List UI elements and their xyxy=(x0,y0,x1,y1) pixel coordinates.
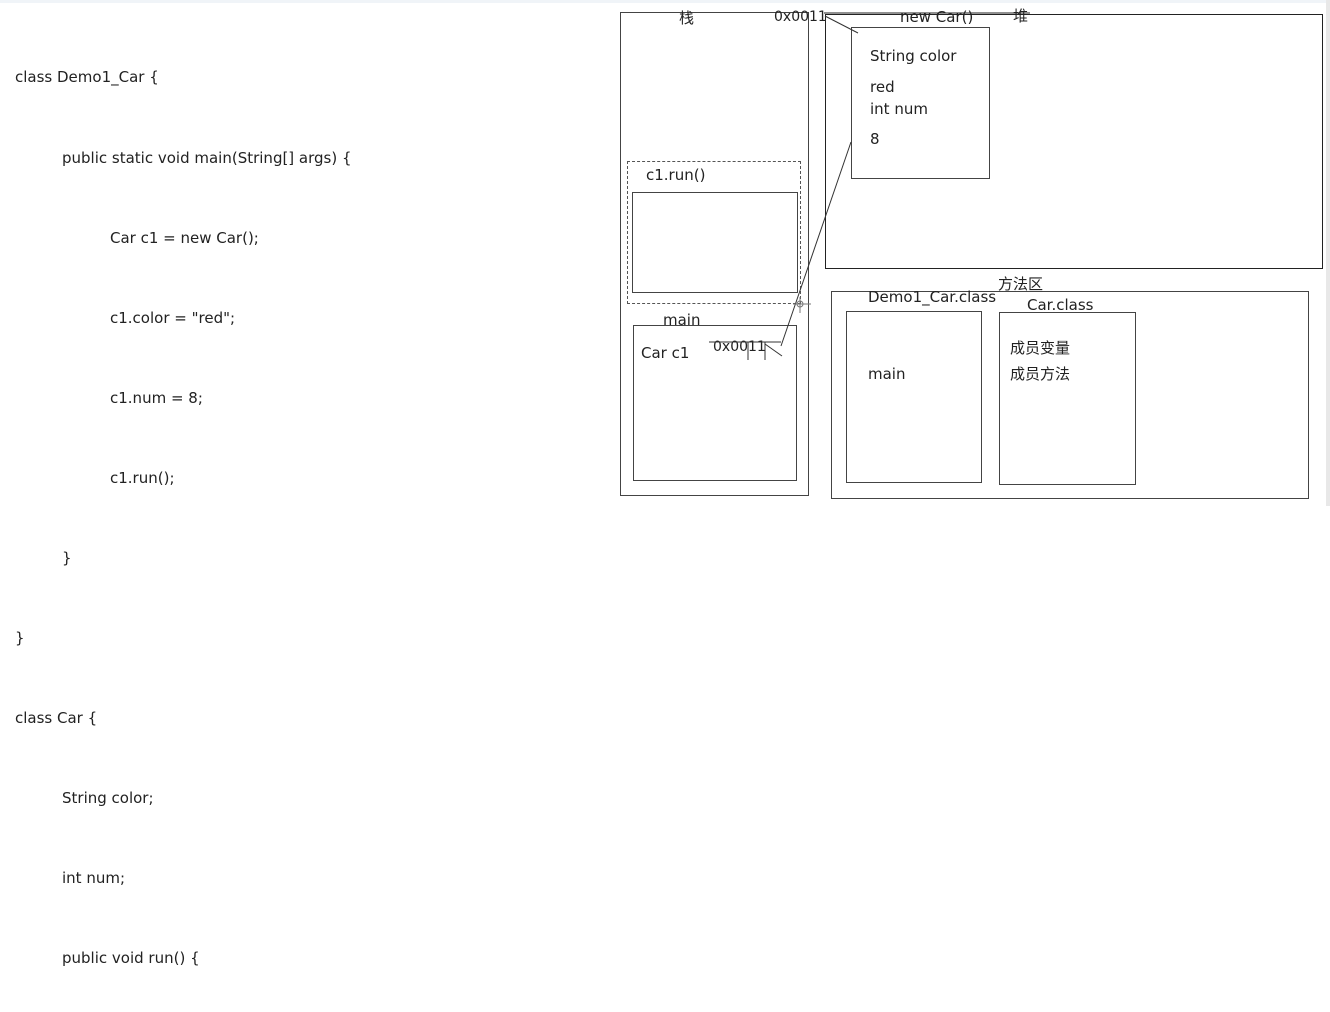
code-line: } xyxy=(15,629,25,648)
code-line: int num; xyxy=(62,869,126,888)
right-scrollbar[interactable] xyxy=(1326,0,1330,506)
field-num-value: 8 xyxy=(870,130,880,148)
code-line: public static void main(String[] args) { xyxy=(62,148,352,167)
code-line: public void run() { xyxy=(62,949,200,968)
demo1-class-box xyxy=(846,311,982,483)
code-line: } xyxy=(62,548,72,567)
main-stack-frame xyxy=(633,325,797,481)
car-class-label: Car.class xyxy=(1027,296,1094,314)
heap-object-label: new Car() xyxy=(900,8,974,26)
method-area-title: 方法区 xyxy=(998,275,1044,293)
heap-object-address: 0x0011 xyxy=(774,9,827,25)
local-variable-c1: Car c1 xyxy=(641,344,690,362)
code-line: Car c1 = new Car(); xyxy=(110,228,259,247)
top-strip xyxy=(0,0,1330,3)
car-class-member-methods: 成员方法 xyxy=(1010,365,1071,383)
code-line: class Car { xyxy=(15,709,98,728)
field-color-name: String color xyxy=(870,47,957,65)
heap-area xyxy=(825,14,1323,269)
run-frame-label: c1.run() xyxy=(646,166,706,184)
heap-title: 堆 xyxy=(1013,7,1029,25)
code-line: String color; xyxy=(62,789,154,808)
c1-reference-value: 0x0011 xyxy=(713,339,766,355)
car-class-member-vars: 成员变量 xyxy=(1010,339,1071,357)
demo1-main-method: main xyxy=(868,365,906,383)
run-frame-body xyxy=(632,192,798,293)
car-object xyxy=(851,27,990,179)
code-line: c1.run(); xyxy=(110,468,175,487)
method-area xyxy=(831,291,1309,499)
demo1-class-label: Demo1_Car.class xyxy=(868,288,997,306)
field-num-name: int num xyxy=(870,100,928,118)
field-color-value: red xyxy=(870,78,895,96)
main-frame-label: main xyxy=(663,311,701,329)
car-class-box xyxy=(999,312,1136,485)
code-line: c1.num = 8; xyxy=(110,388,203,407)
code-line: class Demo1_Car { xyxy=(15,68,159,87)
stack-title: 栈 xyxy=(679,9,695,27)
java-source-code: class Demo1_Car { public static void mai… xyxy=(15,11,409,1012)
code-line: c1.color = "red"; xyxy=(110,308,236,327)
